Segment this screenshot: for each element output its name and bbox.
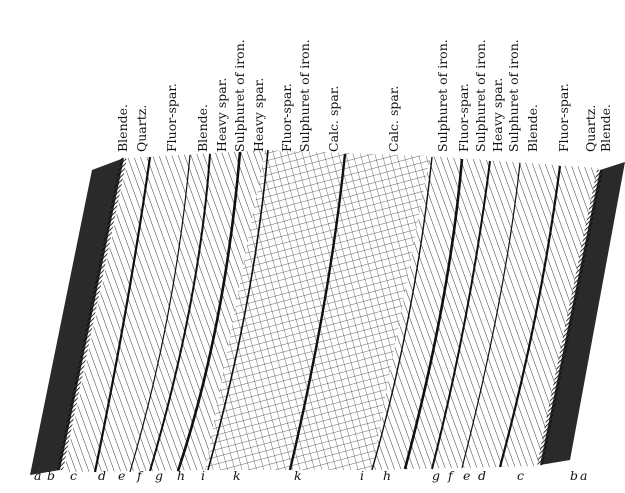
layer-label: Blende.: [527, 104, 540, 152]
band-letter: f: [448, 470, 453, 483]
band-letter: a: [34, 470, 41, 483]
layer-label: Heavy spar.: [492, 78, 505, 152]
band-letter: k: [233, 470, 241, 483]
band-letter: h: [383, 470, 391, 483]
band-letter: g: [155, 470, 163, 483]
band-letter: d: [478, 470, 486, 483]
layer-label: Fluor-spar.: [458, 83, 471, 152]
band-letter: h: [177, 470, 185, 483]
band-letter: a: [580, 470, 587, 483]
layer-label: Blende.: [117, 104, 130, 152]
band-letter: c: [517, 470, 524, 483]
band-letter: b: [47, 470, 55, 483]
band-letter: e: [463, 470, 470, 483]
layer-label: Blende.: [197, 104, 210, 152]
band-letter: i: [201, 470, 205, 483]
layer-label: Heavy spar.: [253, 78, 266, 152]
layer-label: Quartz.: [585, 105, 598, 152]
layer-label: Blende.: [600, 104, 613, 152]
layer-label: Calc. spar.: [328, 86, 341, 152]
band-letter: g: [432, 470, 440, 483]
band-letter: b: [570, 470, 578, 483]
band-letter: c: [70, 470, 77, 483]
layer-label: Fluor-spar.: [281, 83, 294, 152]
layer-label: Fluor-spar.: [558, 83, 571, 152]
layer-label: Quartz.: [136, 105, 149, 152]
layer-label: Sulphuret of iron.: [508, 39, 521, 152]
band-letter: f: [137, 470, 142, 483]
layer-label: Sulphuret of iron.: [475, 39, 488, 152]
layer-label: Calc. spar.: [388, 86, 401, 152]
band-letter: i: [360, 470, 364, 483]
layer-label: Heavy spar.: [216, 78, 229, 152]
band-letter: e: [118, 470, 125, 483]
band-letter: k: [294, 470, 302, 483]
layer-label: Fluor-spar.: [166, 83, 179, 152]
layer-label: Sulphuret of iron.: [437, 39, 450, 152]
band-letter: d: [98, 470, 106, 483]
layer-label: Sulphuret of iron.: [299, 39, 312, 152]
layer-label: Sulphuret of iron.: [234, 39, 247, 152]
